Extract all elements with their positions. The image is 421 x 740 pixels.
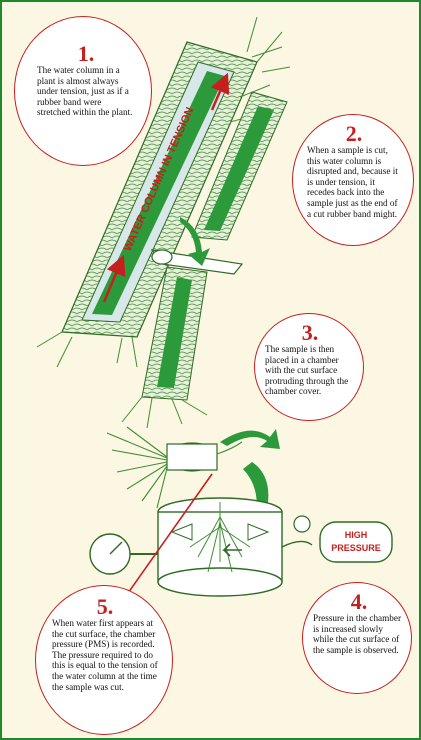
step-2-text: When a sample is cut, this water column … — [307, 145, 401, 219]
step-2-number: 2. — [307, 123, 401, 145]
step-5-callout: 5. When water first appears at the cut s… — [35, 585, 173, 735]
step-4-text: Pressure in the chamber is increased slo… — [313, 613, 405, 655]
step-3-number: 3. — [265, 322, 355, 344]
step-3-text: The sample is then placed in a chamber w… — [265, 344, 355, 397]
step-5-number: 5. — [52, 596, 158, 618]
step-1-text: The water column in a plant is almost al… — [37, 65, 135, 118]
step-1-callout: 1. The water column in a plant is almost… — [14, 16, 152, 166]
step-5-text: When water first appears at the cut surf… — [52, 618, 158, 692]
step-1-number: 1. — [37, 43, 135, 65]
tank-label-line1: HIGH — [345, 530, 368, 540]
tank-label-line2: PRESSURE — [331, 543, 381, 553]
step-2-callout: 2. When a sample is cut, this water colu… — [292, 114, 414, 246]
step-4-number: 4. — [313, 591, 405, 613]
pressure-gauge-icon — [90, 534, 158, 574]
step-4-callout: 4. Pressure in the chamber is increased … — [302, 582, 412, 694]
pressure-chamber — [158, 498, 282, 596]
step-3-callout: 3. The sample is then placed in a chambe… — [254, 313, 364, 421]
